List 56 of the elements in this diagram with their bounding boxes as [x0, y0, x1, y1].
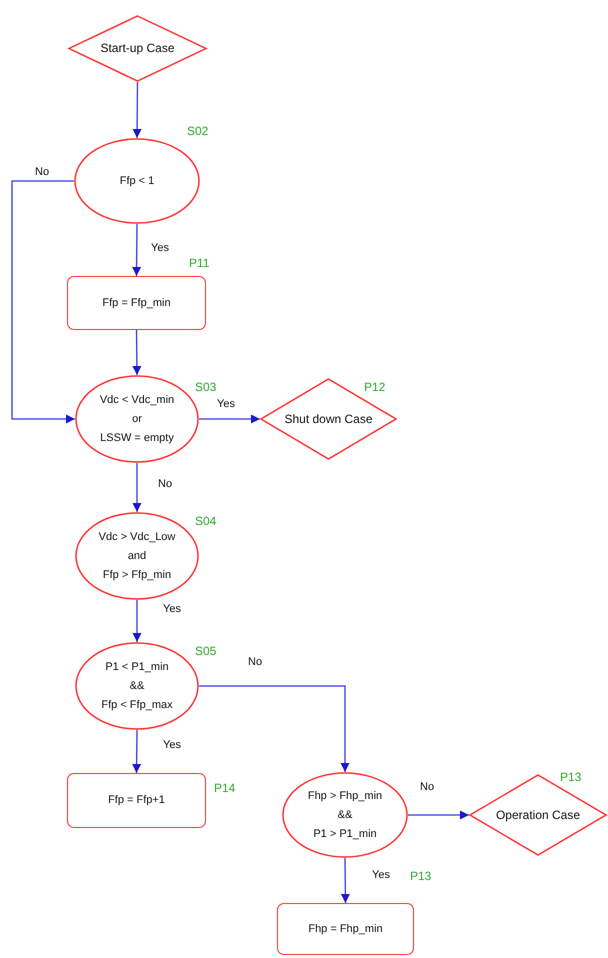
edge-label: Yes	[216, 398, 236, 410]
step-label: P11	[189, 256, 210, 270]
process-box	[277, 903, 414, 955]
decision-diamond	[68, 15, 207, 82]
edge-label: No	[34, 166, 50, 178]
node-text: and	[128, 548, 146, 564]
decision-diamond	[260, 378, 397, 460]
node-text: P1 < P1_min	[105, 660, 169, 674]
step-label: P14	[214, 781, 236, 795]
node-text: &&	[338, 808, 352, 822]
node-text: &&	[130, 678, 144, 694]
node-text: Fhp = Fhp_min	[308, 922, 383, 936]
arrow	[132, 600, 142, 642]
edge-label: No	[247, 656, 264, 668]
arrow	[11, 180, 75, 424]
edge-label: Yes	[162, 739, 182, 751]
node-text: Ffp = Ffp_min	[102, 296, 171, 310]
arrow	[408, 810, 469, 820]
decision-ellipse	[74, 138, 200, 224]
arrow	[132, 730, 142, 773]
edge-label: No	[157, 478, 174, 490]
node-text: Fhp > Fhp_min	[308, 788, 382, 804]
decision-diamond	[469, 774, 607, 856]
node-text: Ffp = Ffp+1	[108, 793, 165, 808]
node-text: or	[132, 412, 142, 426]
edge-label: Yes	[162, 603, 182, 615]
node-text: Ffp > Ffp_min	[102, 568, 172, 582]
arrow	[199, 685, 350, 772]
node-text: Ffp < 1	[120, 174, 154, 188]
node-text: Operation Case	[496, 806, 580, 824]
step-label: P13	[410, 869, 432, 883]
edge-label: Yes	[150, 242, 170, 254]
arrow	[132, 82, 142, 138]
decision-ellipse	[282, 772, 408, 858]
step-label: S03	[195, 380, 216, 394]
node-text: Ffp < Ffp_max	[101, 698, 173, 712]
step-label: S04	[195, 514, 216, 528]
node-text: Shut down Case	[284, 410, 373, 428]
node-text: Start-up Case	[100, 40, 175, 57]
node-text: P1 > P1_min	[313, 826, 377, 842]
node-text: Vdc > Vdc_Low	[98, 530, 176, 544]
step-label: P12	[364, 380, 386, 394]
step-label: P13	[560, 770, 582, 784]
arrow	[132, 224, 142, 276]
edge-label: Yes	[371, 869, 391, 881]
process-box	[67, 276, 206, 330]
arrow	[340, 858, 350, 903]
node-text: Vdc < Vdc_min	[100, 392, 174, 408]
node-text: LSSW = empty	[100, 430, 174, 446]
step-label: S02	[187, 124, 208, 138]
edge-label: No	[419, 781, 436, 793]
arrow	[132, 463, 142, 512]
arrow	[132, 330, 142, 375]
step-label: S05	[195, 644, 216, 658]
process-box	[67, 773, 206, 828]
arrow	[199, 414, 260, 424]
